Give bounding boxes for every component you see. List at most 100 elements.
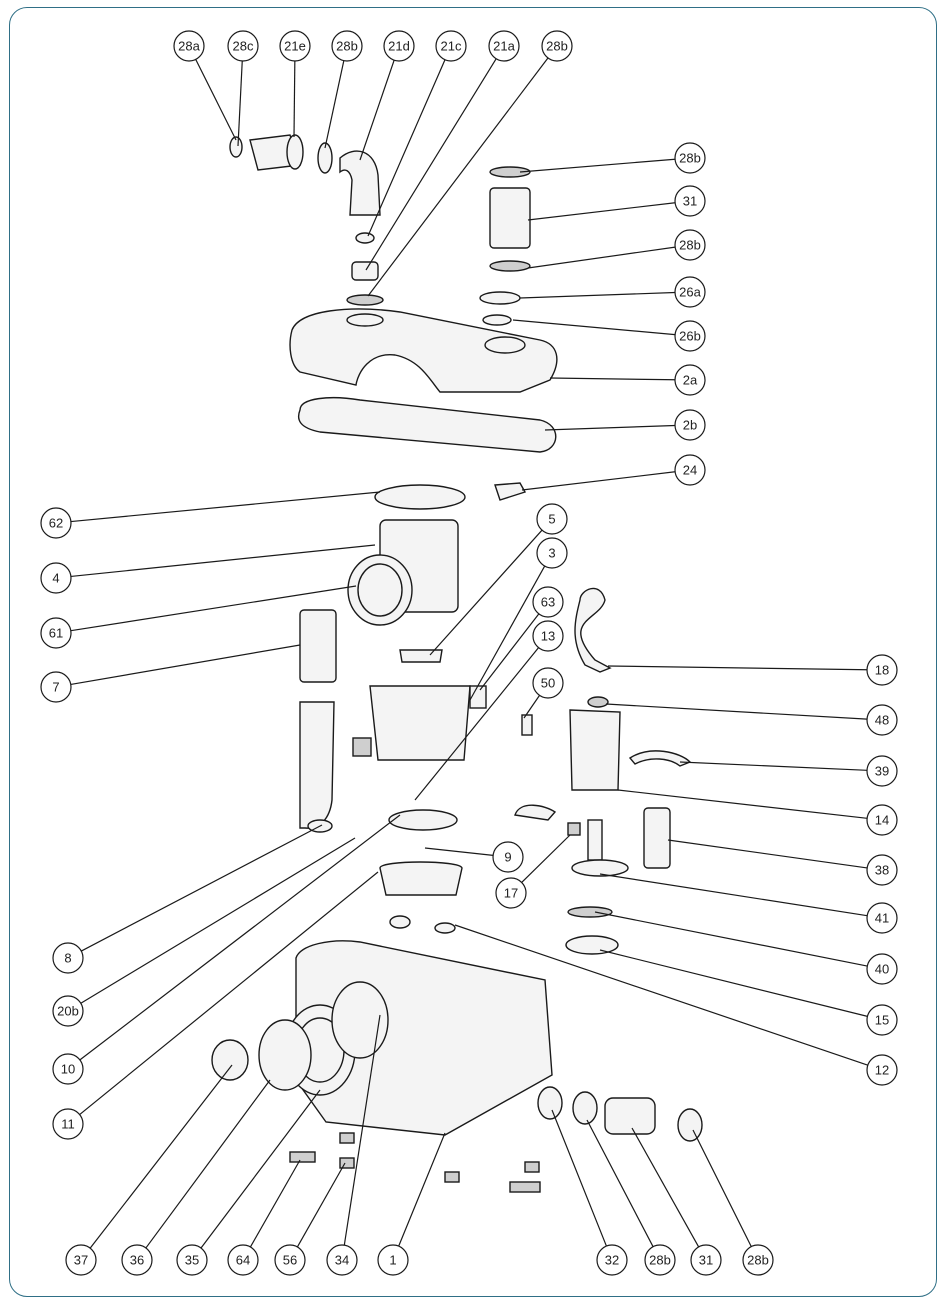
callout-right-14: 40 xyxy=(866,953,898,985)
callout-top-6: 21a xyxy=(488,30,520,62)
callout-number: 14 xyxy=(875,813,889,828)
callout-inner-5: 9 xyxy=(492,841,524,873)
callout-bubble xyxy=(866,804,898,836)
leader-left-7 xyxy=(79,871,379,1116)
callout-bubble xyxy=(227,30,259,62)
leader-bottom-7 xyxy=(551,1109,607,1247)
part-drawings xyxy=(211,134,703,1193)
callout-number: 15 xyxy=(875,1013,889,1028)
callout-bubble xyxy=(674,320,706,352)
leader-right-4 xyxy=(512,319,676,336)
leader-right-7 xyxy=(521,471,676,491)
leader-top-5 xyxy=(367,59,446,237)
leader-right-0 xyxy=(519,158,676,173)
callout-bottom-7: 32 xyxy=(596,1244,628,1276)
callout-bottom-2: 35 xyxy=(176,1244,208,1276)
callout-bubble xyxy=(866,854,898,886)
callout-bubble xyxy=(52,1053,84,1085)
leader-left-2 xyxy=(70,585,357,632)
leader-right-1 xyxy=(527,202,676,221)
leader-left-0 xyxy=(70,491,381,523)
leader-bottom-1 xyxy=(145,1079,271,1249)
callout-bubble xyxy=(674,142,706,174)
callout-number: 63 xyxy=(541,595,555,610)
callout-number: 56 xyxy=(283,1253,297,1268)
callout-bubble xyxy=(279,30,311,62)
callout-right-9: 48 xyxy=(866,704,898,736)
leader-lines xyxy=(70,57,868,1249)
leader-bottom-4 xyxy=(296,1162,346,1248)
callout-bubble xyxy=(383,30,415,62)
callout-number: 11 xyxy=(61,1117,75,1132)
callout-bubble xyxy=(331,30,363,62)
callout-bubble xyxy=(674,409,706,441)
leader-left-3 xyxy=(70,644,301,686)
callout-number: 35 xyxy=(185,1253,199,1268)
leader-right-8 xyxy=(607,665,868,671)
callout-number: 1 xyxy=(389,1253,396,1268)
callout-number: 10 xyxy=(61,1062,75,1077)
leader-bottom-9 xyxy=(631,1127,700,1248)
callout-bubble xyxy=(532,586,564,618)
callout-right-0: 28b xyxy=(674,142,706,174)
callout-left-5: 20b xyxy=(52,995,84,1027)
callout-bottom-4: 56 xyxy=(274,1244,306,1276)
callout-number: 36 xyxy=(130,1253,144,1268)
leader-left-4 xyxy=(81,824,323,952)
callout-bubble xyxy=(40,507,72,539)
callout-number: 28b xyxy=(546,39,568,54)
leader-right-6 xyxy=(544,424,676,431)
callout-bottom-9: 31 xyxy=(690,1244,722,1276)
callout-number: 21d xyxy=(388,39,410,54)
callout-bubble xyxy=(866,654,898,686)
callout-inner-4: 50 xyxy=(532,667,564,699)
callout-right-5: 2a xyxy=(674,364,706,396)
callout-bubble xyxy=(536,537,568,569)
leader-top-2 xyxy=(293,60,296,138)
leader-right-13 xyxy=(599,873,868,917)
callout-bottom-3: 64 xyxy=(227,1244,259,1276)
callout-number: 28b xyxy=(649,1253,671,1268)
callout-bubble xyxy=(435,30,467,62)
callout-left-4: 8 xyxy=(52,942,84,974)
callout-bubble xyxy=(488,30,520,62)
callout-number: 62 xyxy=(49,516,63,531)
leader-left-6 xyxy=(79,814,401,1061)
callout-left-7: 11 xyxy=(52,1108,84,1140)
leader-top-6 xyxy=(365,58,497,271)
callout-bubble xyxy=(644,1244,676,1276)
leader-inner-6 xyxy=(521,834,571,883)
leader-bottom-3 xyxy=(249,1159,301,1248)
callout-bubble xyxy=(674,364,706,396)
callout-top-0: 28a xyxy=(173,30,205,62)
callout-bubble xyxy=(532,620,564,652)
callout-right-16: 12 xyxy=(866,1054,898,1086)
callout-right-15: 15 xyxy=(866,1004,898,1036)
leader-top-7 xyxy=(367,57,549,297)
callout-bubble xyxy=(866,1054,898,1086)
callout-number: 37 xyxy=(74,1253,88,1268)
leader-right-5 xyxy=(549,377,676,381)
callout-right-1: 31 xyxy=(674,185,706,217)
callout-bubble xyxy=(866,902,898,934)
callout-left-0: 62 xyxy=(40,507,72,539)
callout-bubble xyxy=(326,1244,358,1276)
callout-left-3: 7 xyxy=(40,671,72,703)
callout-bubble xyxy=(40,671,72,703)
callout-top-4: 21d xyxy=(383,30,415,62)
callout-top-5: 21c xyxy=(435,30,467,62)
callout-bubble xyxy=(121,1244,153,1276)
callout-bubble xyxy=(40,617,72,649)
float-switch-assembly xyxy=(514,587,692,955)
callout-number: 3 xyxy=(548,546,555,561)
leader-right-2 xyxy=(527,246,676,269)
callout-number: 28b xyxy=(679,238,701,253)
callout-number: 21e xyxy=(284,39,306,54)
callout-bubble xyxy=(674,185,706,217)
leader-right-9 xyxy=(605,703,868,720)
leader-right-14 xyxy=(594,911,868,967)
callout-left-1: 4 xyxy=(40,562,72,594)
callout-bottom-1: 36 xyxy=(121,1244,153,1276)
